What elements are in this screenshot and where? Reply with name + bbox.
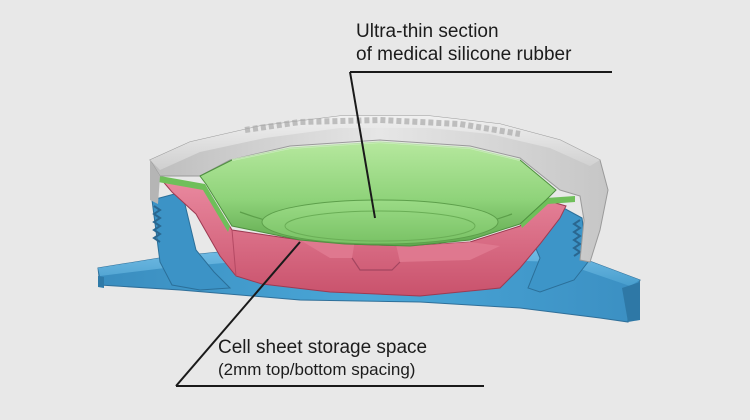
callout-storage-line1: Cell sheet storage space xyxy=(218,337,428,358)
leader-line-top xyxy=(349,71,612,219)
cap-ring xyxy=(149,115,609,263)
callout-silicone-line2: of medical silicone rubber xyxy=(356,44,572,65)
callout-storage-label: Cell sheet storage space (2mm top/bottom… xyxy=(218,337,427,381)
callout-silicone-label: Ultra-thin section of medical silicone r… xyxy=(356,20,571,66)
leader-line-bottom xyxy=(175,241,484,387)
callout-silicone-line1: Ultra-thin section xyxy=(356,21,499,42)
callout-storage-line2: (2mm top/bottom spacing) xyxy=(218,360,416,379)
silicone-bowl xyxy=(199,140,557,247)
